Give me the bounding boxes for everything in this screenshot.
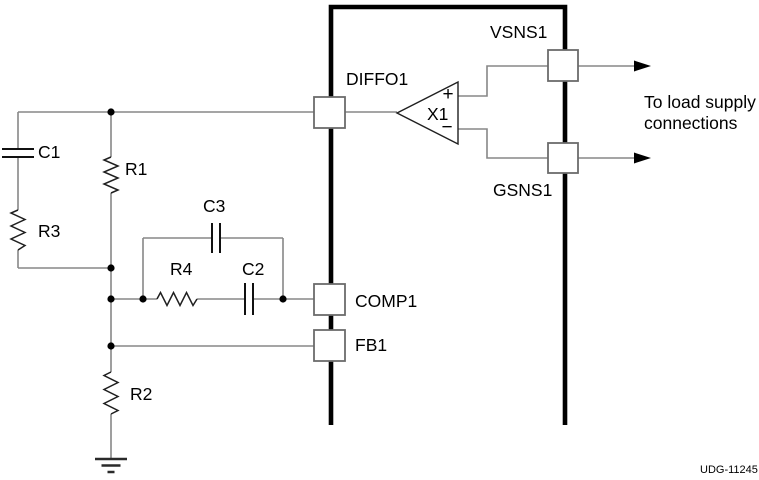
pin-label-fb1: FB1 bbox=[355, 335, 387, 355]
junction-dot bbox=[107, 108, 115, 116]
amplifier-triangle bbox=[395, 80, 459, 146]
wire-amp-minus-to-gsns1 bbox=[458, 128, 548, 159]
component-label-c1: C1 bbox=[38, 142, 60, 162]
amplifier-label: X1 bbox=[427, 104, 448, 124]
figure-code: UDG-11245 bbox=[700, 464, 758, 476]
wire-amp-plus-to-vsns1 bbox=[458, 65, 548, 97]
capacitor-c2-plates bbox=[244, 283, 254, 315]
resistor-r2 bbox=[102, 371, 120, 415]
resistor-r1 bbox=[102, 156, 120, 194]
vsns1-arrowhead-icon bbox=[634, 60, 651, 72]
pin-box-fb1 bbox=[313, 329, 346, 362]
pin-box-vsns1 bbox=[547, 49, 579, 82]
pin-label-diffo1: DIFFO1 bbox=[346, 69, 408, 89]
resistor-r4 bbox=[156, 290, 198, 308]
component-label-r4: R4 bbox=[170, 259, 193, 279]
amplifier-minus-sign: − bbox=[441, 117, 452, 138]
capacitor-c1-plates bbox=[2, 148, 34, 158]
pin-label-gsns1: GSNS1 bbox=[493, 180, 552, 200]
component-label-r1: R1 bbox=[125, 159, 147, 179]
junction-dot bbox=[139, 295, 147, 303]
junction-dot bbox=[279, 295, 287, 303]
load-note-line-1: To load supply bbox=[644, 92, 756, 112]
component-label-r3: R3 bbox=[38, 221, 60, 241]
ic-outline bbox=[328, 4, 568, 425]
resistor-r3 bbox=[9, 209, 27, 251]
load-note-line-2: connections bbox=[644, 113, 738, 133]
junction-dot bbox=[107, 264, 115, 272]
pin-label-vsns1: VSNS1 bbox=[490, 22, 547, 42]
pin-box-diffo1 bbox=[313, 96, 346, 129]
component-label-r2: R2 bbox=[130, 384, 152, 404]
junction-dot bbox=[107, 295, 115, 303]
amplifier-plus-sign: + bbox=[442, 84, 453, 105]
ground-symbol bbox=[95, 457, 127, 474]
pin-box-gsns1 bbox=[547, 142, 579, 174]
junction-dot bbox=[107, 342, 115, 350]
component-label-c2: C2 bbox=[242, 259, 264, 279]
gsns1-arrowhead-icon bbox=[634, 152, 651, 164]
pin-box-comp1 bbox=[313, 283, 346, 316]
component-label-c3: C3 bbox=[203, 196, 225, 216]
capacitor-c3-plates bbox=[211, 223, 221, 253]
pin-label-comp1: COMP1 bbox=[355, 291, 417, 311]
